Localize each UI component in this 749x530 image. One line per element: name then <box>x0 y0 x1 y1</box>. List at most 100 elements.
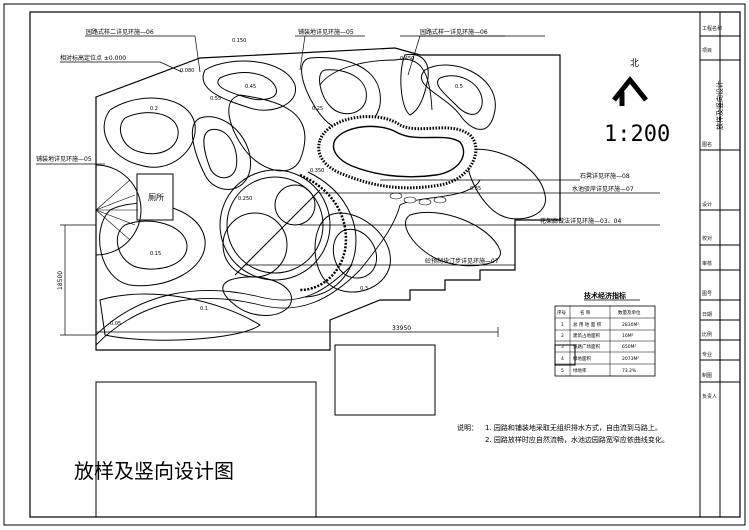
toilet-label: 厕所 <box>148 192 164 202</box>
note-1: 1. 园路和铺装地采取无组织排水方式，自由流到马路上。 <box>485 423 662 432</box>
pergola-outline <box>304 171 357 298</box>
table-header: 数量及单位 <box>618 309 641 316</box>
pergola-corridor <box>299 173 348 292</box>
table-cell: 5 <box>561 368 564 374</box>
tb-cell-8: 比例 <box>702 331 712 338</box>
paving-rays <box>95 179 138 241</box>
plaza-ring-small <box>274 184 316 226</box>
lower-mid-block <box>334 344 436 416</box>
tech-table: 技术经济指标 序号 名 称 数量及单位 1 总 用 地 面 积 2830M² 2… <box>554 291 656 377</box>
inner-border <box>29 11 741 518</box>
notes-prefix: 说明： <box>457 423 478 432</box>
contour-label: 0.45 <box>245 84 256 90</box>
contour-label: 0.150 <box>232 38 246 44</box>
table-cell: 2 <box>561 333 564 339</box>
tb-cell-7: 日期 <box>702 312 712 318</box>
site-boundary <box>95 47 561 351</box>
contour-label: 0.1 <box>200 306 208 312</box>
dim-width: 33950 <box>392 325 411 332</box>
callout-stone-bench: 石凳详见环施—08 <box>580 172 630 180</box>
plaza-axis <box>234 189 321 276</box>
table-cell: 16M² <box>622 333 634 339</box>
contour-island <box>203 128 238 179</box>
tb-cell-2: 图名 <box>702 141 712 148</box>
tb-project-name: 放样及竖向设计 <box>715 81 724 130</box>
leader-lines <box>36 35 660 266</box>
callout-paving-left: 铺装地详见环施—05 <box>36 155 92 163</box>
contour-island <box>217 72 277 101</box>
callout-paving-road-2: 园路式样二详见环施—06 <box>86 28 154 36</box>
dim-height: 18500 <box>57 271 64 290</box>
table-cell: 650M² <box>622 344 636 350</box>
drawing-title: 放样及竖向设计图 <box>74 459 234 483</box>
contour-label: 0.05 <box>110 321 121 327</box>
contour-island <box>319 69 367 115</box>
contour-island <box>191 116 251 190</box>
callout-texts: 园路式样二详见环施—06 铺装地详见环施—05 园路式样一详见环施—06 相对标… <box>36 28 634 265</box>
notes: 说明： 1. 园路和铺装地采取无组织排水方式，自由流到马路上。 2. 园路放样时… <box>457 423 669 444</box>
contour-label: 0.55 <box>210 96 221 102</box>
note-2: 2. 园路放样时应自然流畅，水池边园路宽窄应依曲线变化。 <box>485 435 669 444</box>
tb-cell-1: 项目 <box>702 48 712 54</box>
contour-island <box>202 60 296 111</box>
stepping-stones <box>389 192 447 206</box>
table-title: 技术经济指标 <box>584 291 626 300</box>
tb-cell-5: 审核 <box>702 260 712 267</box>
tb-cell-6: 图号 <box>702 291 712 297</box>
tb-cell-4: 校对 <box>702 235 712 242</box>
tb-cell-0: 工程名称 <box>702 25 722 32</box>
small-block <box>554 344 576 366</box>
contour-label: 0.5 <box>455 84 463 90</box>
contour-label: 0.2 <box>150 106 158 112</box>
contour-island <box>400 53 429 116</box>
contour-label: 0.080 <box>180 68 194 74</box>
contour-island <box>466 148 546 220</box>
callout-paving-road-1: 园路式样一详见环施—06 <box>420 28 488 36</box>
contour-island <box>120 112 179 155</box>
table-cell: 73.2% <box>622 368 637 374</box>
tb-cell-3: 设计 <box>702 201 712 208</box>
contour-label: 0.35 <box>470 186 481 192</box>
tb-cell-10: 制图 <box>702 372 712 379</box>
table-cell: 1 <box>561 322 564 328</box>
table-cell: 绿地面积 <box>573 355 591 362</box>
contour-labels: 0.150 0.080 0.2 0.45 0.25 0.5 0.250 0.35… <box>110 38 481 327</box>
dimensions <box>60 224 499 337</box>
callout-pergola: 花架廊做法详见环施—03、04 <box>540 217 621 225</box>
toilet-building <box>136 173 174 221</box>
contour-island <box>314 212 391 293</box>
table-cell: 道路广场面积 <box>573 343 600 350</box>
plaza-ring-left <box>222 212 288 278</box>
contour-island <box>437 75 483 115</box>
paths <box>95 58 481 346</box>
table-header: 名 称 <box>580 309 591 316</box>
contour-label: 0.450 <box>400 56 414 62</box>
tb-cell-9: 专业 <box>702 351 712 358</box>
callout-pond: 水池驳岸详见环施—07 <box>572 185 634 193</box>
outer-border <box>3 3 746 526</box>
table-cell: 3 <box>561 344 564 350</box>
callout-paving-top: 铺装地详见环施—05 <box>298 28 354 36</box>
table-cell: 4 <box>561 356 564 362</box>
callout-relative-elev: 相对标高定位点 ±0.000 <box>60 54 126 62</box>
contour-island <box>103 97 196 168</box>
contour-island <box>332 228 378 279</box>
contour-label: 0.3 <box>360 286 368 292</box>
contour-island <box>228 94 306 172</box>
tb-cell-11: 负责人 <box>702 393 717 400</box>
contour-label: 0.350 <box>310 168 324 174</box>
contour-label: 0.15 <box>150 251 161 257</box>
scale-label: 1:200 <box>604 122 670 147</box>
contour-label: 0.25 <box>312 106 323 112</box>
table-header: 序号 <box>557 309 566 316</box>
table-cell: 总 用 地 面 积 <box>573 321 602 328</box>
title-block: 工程名称 项目 图名 设计 校对 审核 图号 日期 比例 专业 制图 负责人 放… <box>699 12 740 517</box>
paving-arc-left <box>95 164 142 256</box>
table-cell: 2073M² <box>622 356 639 362</box>
contour-island <box>99 293 261 341</box>
table-cell: 建筑占地面积 <box>573 332 600 339</box>
contour-label: 0.250 <box>238 196 252 202</box>
central-plaza <box>219 169 357 298</box>
